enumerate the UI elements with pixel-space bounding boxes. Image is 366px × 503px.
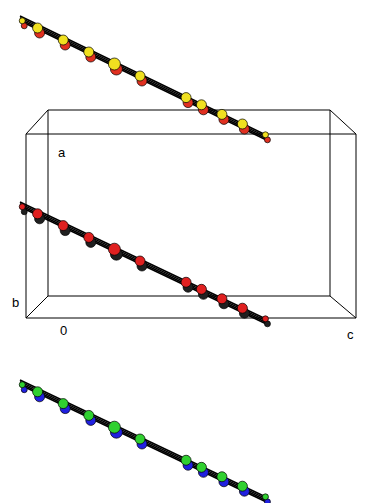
atom <box>135 434 145 444</box>
atom <box>19 18 25 24</box>
axis-label: b <box>12 296 19 309</box>
atom <box>237 303 247 313</box>
atom <box>108 58 120 70</box>
bond-line <box>20 204 268 322</box>
atom <box>135 256 145 266</box>
atom <box>33 209 43 219</box>
atom <box>217 472 227 482</box>
bond-line <box>20 202 268 320</box>
atom <box>196 462 206 472</box>
molecules <box>19 16 270 503</box>
atom <box>217 109 227 119</box>
molecule-stack <box>19 380 270 503</box>
atom <box>262 316 268 322</box>
atom <box>262 132 268 138</box>
axis-label: c <box>347 328 354 341</box>
atom <box>84 47 94 57</box>
bond-line <box>20 21 268 141</box>
atom <box>217 294 227 304</box>
atom <box>196 284 206 294</box>
bond-line <box>20 16 268 136</box>
atom <box>181 277 191 287</box>
bond-line <box>20 383 268 501</box>
atom <box>33 387 43 397</box>
atom <box>135 71 145 81</box>
bond-line <box>20 385 268 503</box>
atom <box>181 93 191 103</box>
atom <box>33 23 43 33</box>
axis-label: a <box>58 146 65 159</box>
atom <box>181 455 191 465</box>
atom <box>58 35 68 45</box>
axis-label: 0 <box>60 324 67 337</box>
bond-line <box>20 19 268 139</box>
atom <box>19 204 25 210</box>
atom <box>58 221 68 231</box>
atom <box>84 410 94 420</box>
atom <box>108 421 120 433</box>
molecule-stack <box>19 202 270 327</box>
bond-line <box>20 207 268 325</box>
atom <box>262 494 268 500</box>
bond-line <box>20 18 268 138</box>
atom <box>108 243 120 255</box>
molecule-stack <box>19 16 270 143</box>
bond-line <box>20 205 268 323</box>
atom <box>237 481 247 491</box>
atom <box>196 100 206 110</box>
atom <box>58 399 68 409</box>
atom <box>237 119 247 129</box>
atom <box>19 382 25 388</box>
bond-line <box>20 382 268 500</box>
atom <box>84 232 94 242</box>
unit-cell <box>26 110 356 318</box>
bond-line <box>20 380 268 498</box>
